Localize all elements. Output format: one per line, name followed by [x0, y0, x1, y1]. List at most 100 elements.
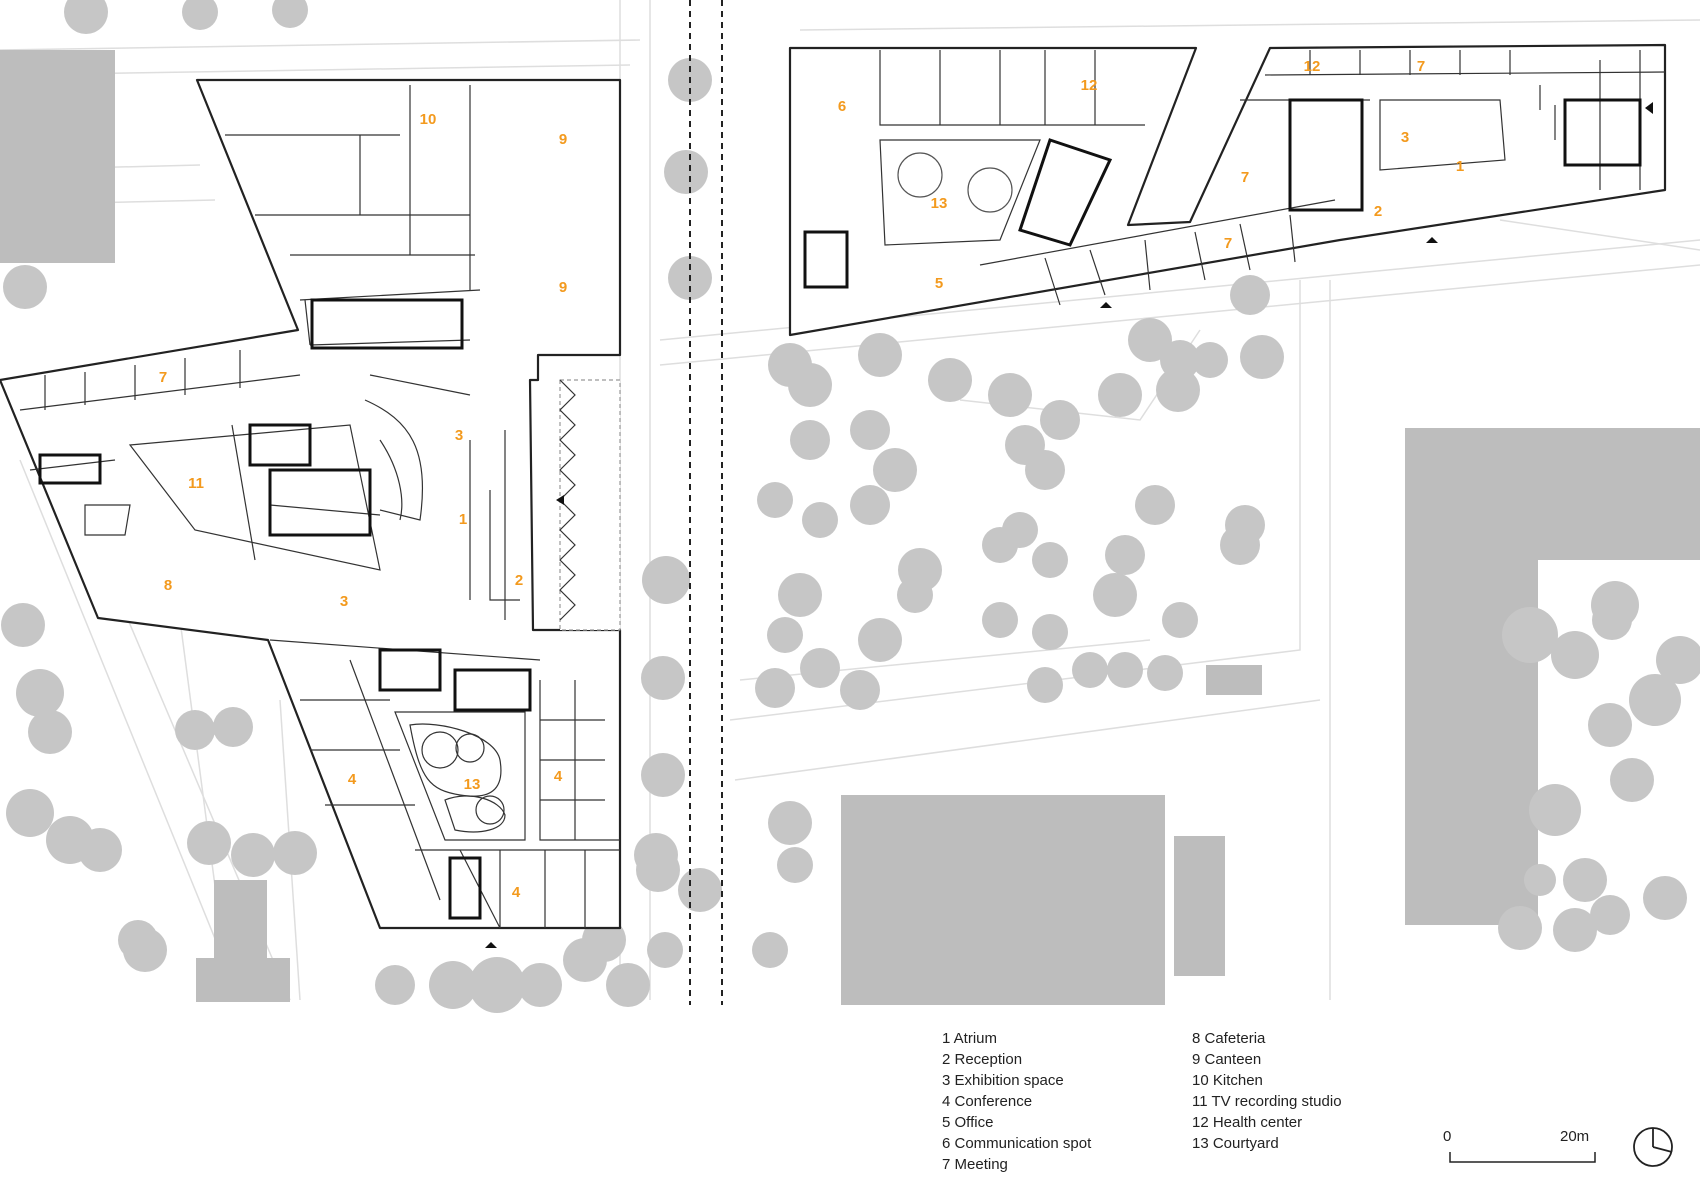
- tree-icon: [1098, 373, 1142, 417]
- tree-icon: [1230, 275, 1270, 315]
- tree-icon: [78, 828, 122, 872]
- scale-label-end: 20m: [1560, 1128, 1590, 1145]
- tree-icon: [231, 833, 275, 877]
- tree-icon: [1072, 652, 1108, 688]
- north-arrow-icon: [1633, 1127, 1673, 1167]
- room-label: 3: [455, 427, 463, 444]
- room-label: 7: [1224, 235, 1232, 252]
- tree-icon: [768, 801, 812, 845]
- tree-icon: [767, 617, 803, 653]
- tree-icon: [1594, 584, 1626, 616]
- tree-icon: [752, 932, 788, 968]
- tree-icon: [1, 603, 45, 647]
- legend-item: 1 Atrium: [942, 1030, 998, 1047]
- tree-icon: [642, 556, 690, 604]
- tree-icon: [1040, 400, 1080, 440]
- room-label: 7: [1241, 169, 1249, 186]
- tree-icon: [213, 707, 253, 747]
- room-label: 7: [1417, 58, 1425, 75]
- right-building: [788, 43, 1667, 337]
- tree-icon: [1610, 758, 1654, 802]
- tree-icon: [777, 847, 813, 883]
- tree-icon: [187, 821, 231, 865]
- tree-icon: [1135, 485, 1175, 525]
- right-courtyard: [897, 152, 1013, 213]
- room-label: 1: [1456, 158, 1464, 175]
- tree-icon: [1529, 784, 1581, 836]
- tree-icon: [802, 502, 838, 538]
- legend-item: 2 Reception: [942, 1051, 1023, 1068]
- tree-icon: [1524, 864, 1556, 896]
- room-label: 4: [512, 884, 521, 901]
- room-label: 7: [159, 369, 167, 386]
- left-building-cores: [38, 298, 532, 920]
- tree-icon: [1629, 674, 1681, 726]
- tree-icon: [982, 602, 1018, 638]
- tree-icon: [757, 482, 793, 518]
- tree-icon: [28, 710, 72, 754]
- tree-icon: [118, 920, 158, 960]
- tree-icon: [678, 868, 722, 912]
- scale-bar: [1449, 1152, 1596, 1163]
- tree-icon: [800, 648, 840, 688]
- room-label: 4: [348, 771, 357, 788]
- tree-icon: [1643, 876, 1687, 920]
- tree-icon: [1147, 655, 1183, 691]
- phase-dividers: [689, 0, 723, 1005]
- tree-icon: [790, 420, 830, 460]
- tree-icon: [850, 410, 890, 450]
- tree-icon: [606, 963, 650, 1007]
- tree-icon: [1027, 667, 1063, 703]
- tree-icon: [858, 333, 902, 377]
- tree-icon: [1162, 602, 1198, 638]
- room-label: 13: [464, 776, 481, 793]
- tree-icon: [873, 448, 917, 492]
- tree-icon: [858, 618, 902, 662]
- tree-icon: [1192, 342, 1228, 378]
- tree-icon: [988, 373, 1032, 417]
- neighbor-buildings: [0, 50, 1700, 1005]
- tree-icon: [1032, 614, 1068, 650]
- tree-icon: [1093, 573, 1137, 617]
- room-label: 2: [1374, 203, 1382, 220]
- room-label: 10: [420, 111, 437, 128]
- tree-icon: [6, 789, 54, 837]
- room-label: 9: [559, 131, 567, 148]
- tree-icon: [1590, 895, 1630, 935]
- tree-icon: [1107, 652, 1143, 688]
- room-label: 9: [559, 279, 567, 296]
- tree-icon: [1498, 906, 1542, 950]
- tree-icon: [840, 670, 880, 710]
- room-label: 8: [164, 577, 172, 594]
- entrance-markers: [485, 102, 1653, 948]
- tree-icon: [755, 668, 795, 708]
- legend-item: 10 Kitchen: [1192, 1072, 1263, 1089]
- room-label: 1: [459, 511, 467, 528]
- tree-icon: [850, 485, 890, 525]
- tree-icon: [272, 0, 308, 28]
- legend-item: 11 TV recording studio: [1192, 1093, 1342, 1110]
- tree-icon: [1553, 908, 1597, 952]
- legend-item: 5 Office: [942, 1114, 994, 1131]
- tree-icon: [928, 358, 972, 402]
- tree-icon: [1240, 335, 1284, 379]
- trees: [1, 0, 1700, 1013]
- tree-icon: [1220, 525, 1260, 565]
- tree-icon: [16, 669, 64, 717]
- tree-icon: [1656, 636, 1700, 684]
- tree-icon: [175, 710, 215, 750]
- legend-item: 3 Exhibition space: [942, 1072, 1064, 1089]
- tree-icon: [518, 963, 562, 1007]
- tree-icon: [1502, 607, 1558, 663]
- room-label: 5: [935, 275, 943, 292]
- tree-icon: [1588, 703, 1632, 747]
- room-label: 13: [931, 195, 948, 212]
- legend-item: 7 Meeting: [942, 1156, 1008, 1173]
- tree-icon: [788, 363, 832, 407]
- tree-icon: [636, 848, 680, 892]
- tree-icon: [273, 831, 317, 875]
- room-label: 3: [1401, 129, 1409, 146]
